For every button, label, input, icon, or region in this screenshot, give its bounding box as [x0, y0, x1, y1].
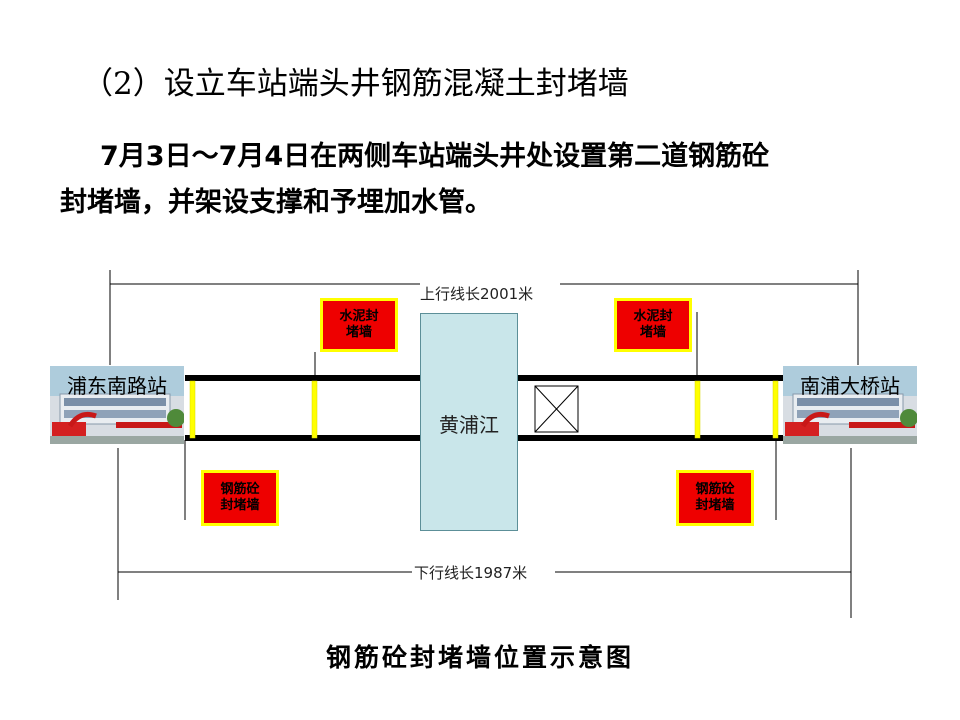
- wall-marker-cement-right: [694, 380, 701, 439]
- cement-wall-left-line1: 水泥封: [339, 309, 379, 324]
- crossed-box-symbol: [534, 385, 579, 433]
- river-label: 黄浦江: [439, 413, 499, 437]
- rebar-wall-left-line2: 封堵墙: [220, 498, 260, 513]
- rebar-wall-left-line1: 钢筋砼: [220, 482, 260, 497]
- wall-marker-rebar-right: [772, 380, 779, 439]
- rebar-wall-right-line2: 封堵墙: [695, 498, 735, 513]
- wall-marker-cement-left: [311, 380, 318, 439]
- station-building-icon: [50, 366, 184, 444]
- rebar-wall-box-left: 钢筋砼 封堵墙: [201, 470, 279, 526]
- cement-wall-left-line2: 堵墙: [345, 325, 372, 340]
- diagram-caption: 钢筋砼封堵墙位置示意图: [325, 643, 634, 672]
- cement-wall-box-left: 水泥封 堵墙: [320, 298, 398, 352]
- cement-wall-box-right: 水泥封 堵墙: [614, 298, 692, 352]
- rebar-wall-right-line1: 钢筋砼: [695, 482, 735, 497]
- wall-marker-rebar-left: [189, 380, 196, 439]
- station-building-icon: [783, 366, 917, 444]
- station-label-right: 南浦大桥站: [800, 374, 900, 398]
- station-image-right: [783, 366, 917, 444]
- huangpu-river: [420, 313, 518, 531]
- rebar-wall-box-right: 钢筋砼 封堵墙: [676, 470, 754, 526]
- page-title: （2）设立车站端头井钢筋混凝土封堵墙: [82, 66, 629, 102]
- station-label-left: 浦东南路站: [67, 374, 167, 398]
- cement-wall-right-line1: 水泥封: [633, 309, 673, 324]
- station-image-left: [50, 366, 184, 444]
- body-text-line-2: 封堵墙，并架设支撑和予埋加水管。: [60, 187, 492, 218]
- down-line-length-label: 下行线长1987米: [414, 564, 528, 582]
- up-line-length-label: 上行线长2001米: [420, 285, 534, 303]
- cement-wall-right-line2: 堵墙: [639, 325, 666, 340]
- body-text-line-1: 7月3日～7月4日在两侧车站端头井处设置第二道钢筋砼: [100, 141, 770, 172]
